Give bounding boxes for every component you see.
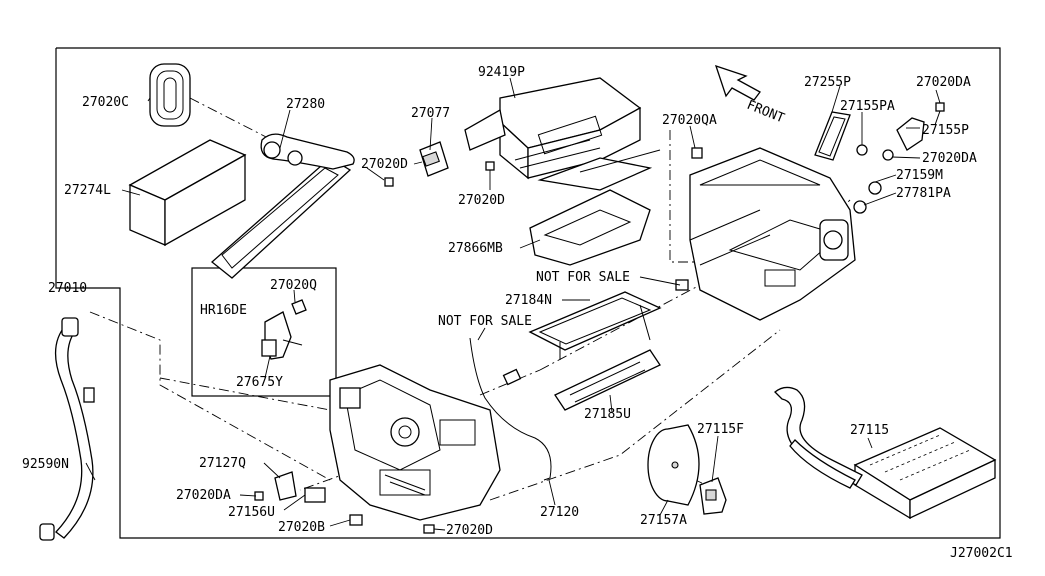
label-27184n: 27184N [505,293,552,308]
leader-lines [85,77,941,531]
label-27115: 27115 [850,423,889,438]
label-27781pa: 27781PA [896,186,951,201]
label-27020d-center: 27020D [458,193,505,208]
duct-92419p [464,77,642,180]
resistor-27115f [699,477,727,515]
seal-27020c [149,63,191,127]
door-27184n [528,291,662,360]
assembly-frame [55,47,1001,539]
label-27274l: 27274L [64,183,111,198]
label-27127q: 27127Q [199,456,246,471]
label-27020da-top: 27020DA [916,75,971,90]
label-27077: 27077 [411,106,450,121]
label-27280: 27280 [286,97,325,112]
label-27159m: 27159M [896,168,943,183]
label-27156u: 27156U [228,505,275,520]
clip-27127q [254,147,703,534]
label-27020da-lower: 27020DA [176,488,231,503]
label-27020b: 27020B [278,520,325,535]
duct-27866mb [529,149,661,266]
motor-27155p [853,102,945,214]
label-92590n: 92590N [22,457,69,472]
evaporator-27280 [210,133,355,279]
filter-27255p [814,111,851,161]
label-27120: 27120 [540,505,579,520]
label-27020d-lower: 27020D [446,523,493,538]
label-27010: 27010 [48,281,87,296]
label-27020c: 27020C [82,95,129,110]
label-27020d-upper: 27020D [361,157,408,172]
cable-27120 [469,337,552,481]
front-arrow-icon [714,64,761,101]
part-labels: 27020C 27280 27274L 27010 27020Q HR16DE … [22,65,1013,561]
bracket-27675y [261,299,307,360]
label-27675y: 27675Y [236,375,283,390]
air-filter-27274l [128,139,247,247]
hr16de-inset-box [191,267,337,397]
heater-core-27115 [774,386,997,520]
label-92419p: 92419P [478,65,525,80]
label-27115f: 27115F [697,422,744,437]
blower-motor-27157a [647,424,700,506]
label-27020da-right: 27020DA [922,151,977,166]
label-front: FRONT [745,98,787,127]
label-27155pa: 27155PA [840,99,895,114]
label-27020q: 27020Q [270,278,317,293]
label-27866mb: 27866MB [448,241,503,256]
label-27255p: 27255P [804,75,851,90]
link-27185u [554,349,661,411]
diagram-id: J27002C1 [950,546,1013,561]
actuator-27077 [419,141,449,177]
label-27157a: 27157A [640,513,687,528]
case-lower-left [329,364,501,521]
label-27185u: 27185U [584,407,631,422]
case-upper-right [689,147,856,321]
drain-hose-92590n [39,317,95,541]
label-27020qa: 27020QA [662,113,717,128]
label-27155p: 27155P [922,123,969,138]
label-hr16de: HR16DE [200,303,247,318]
label-not-for-sale-left: NOT FOR SALE [438,314,532,329]
label-not-for-sale-right: NOT FOR SALE [536,270,630,285]
